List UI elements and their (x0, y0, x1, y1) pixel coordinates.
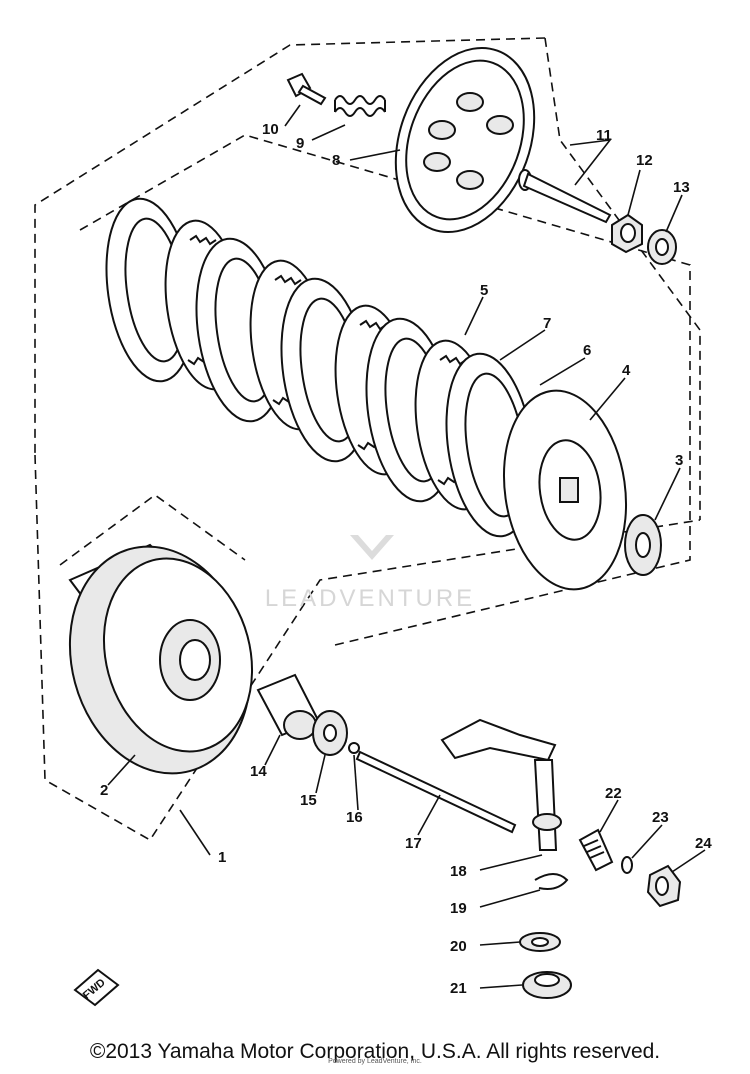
callout-24: 24 (695, 835, 712, 852)
callout-2: 2 (100, 782, 108, 799)
watermark-text: LEADVENTURE (265, 585, 475, 612)
callout-18: 18 (450, 863, 467, 880)
powered-by-credit: Powered by LeadVenture, Inc. (328, 1058, 422, 1065)
callout-labels: 1 2 3 4 5 6 7 8 9 10 11 12 13 14 15 16 1… (100, 121, 712, 997)
o-ring-part-23 (621, 856, 633, 874)
callout-14: 14 (250, 763, 267, 780)
callout-22: 22 (605, 785, 622, 802)
callout-6: 6 (583, 342, 591, 359)
push-lever-part-18 (440, 718, 562, 851)
push-rod-part-11 (518, 169, 612, 224)
nut-part-12 (611, 213, 643, 254)
spring-part-9 (334, 95, 386, 117)
assembly-outline-lower (34, 454, 701, 842)
callout-23: 23 (652, 809, 669, 826)
clutch-housing-part-2 (68, 543, 254, 775)
washer-part-13 (647, 229, 677, 265)
callout-4: 4 (622, 362, 631, 379)
leader-lines (107, 104, 706, 989)
callout-5: 5 (480, 282, 488, 299)
callout-10: 10 (262, 121, 279, 138)
callout-19: 19 (450, 900, 467, 917)
callout-15: 15 (300, 792, 317, 809)
callout-16: 16 (346, 809, 363, 826)
callout-13: 13 (673, 179, 690, 196)
callout-20: 20 (450, 938, 467, 955)
callout-1: 1 (218, 849, 226, 866)
clutch-boss-part-4 (502, 389, 628, 591)
assembly-outline-right (544, 37, 701, 520)
sleeve-part-14 (256, 673, 320, 740)
callout-3: 3 (675, 452, 683, 469)
adjusting-screw-part-22 (578, 828, 614, 872)
spring-clip-part-19 (534, 873, 569, 890)
copyright-notice: ©2013 Yamaha Motor Corporation, U.S.A. A… (89, 1040, 661, 1063)
thrust-washer-part-3 (624, 514, 662, 576)
washer-part-20 (519, 932, 561, 952)
callout-11: 11 (596, 127, 612, 144)
callout-9: 9 (296, 135, 304, 152)
callout-21: 21 (450, 980, 467, 997)
washer-part-15 (312, 710, 348, 756)
oil-seal-part-21 (522, 971, 572, 999)
push-rod-part-17 (355, 750, 517, 834)
callout-8: 8 (332, 152, 340, 169)
pressure-plate-part-8 (394, 47, 536, 233)
callout-17: 17 (405, 835, 422, 852)
clutch-exploded-diagram: LEADVENTURE (34, 37, 712, 1007)
ball-part-16 (348, 742, 360, 754)
assembly-outline-upper (34, 37, 546, 455)
watermark: LEADVENTURE (265, 535, 475, 612)
bolt-part-10 (286, 72, 327, 106)
callout-12: 12 (636, 152, 653, 169)
lock-nut-part-24 (646, 864, 682, 908)
fwd-direction-marker: FWD (73, 968, 120, 1007)
callout-7: 7 (543, 315, 551, 332)
